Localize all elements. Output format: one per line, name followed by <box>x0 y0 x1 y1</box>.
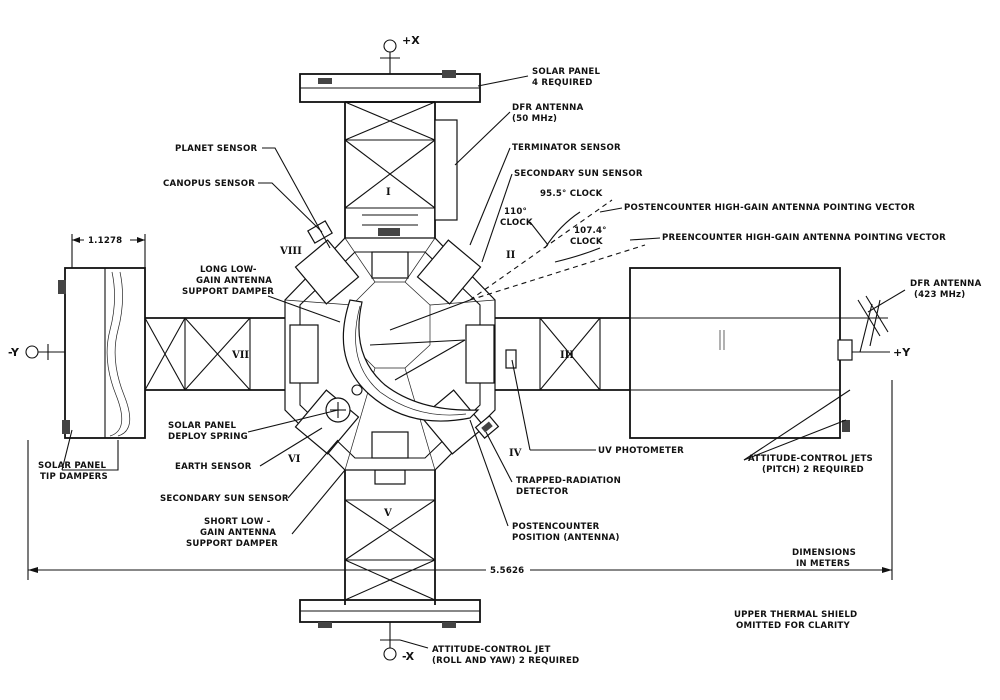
label-canopus-sensor: CANOPUS SENSOR <box>163 179 255 189</box>
solar-panel-top <box>299 70 481 250</box>
x-axis-bottom-handle <box>380 622 400 661</box>
bay-label-iii: III <box>560 350 574 361</box>
dimension-small-value: 1.1278 <box>88 236 122 246</box>
bay-label-v: V <box>383 508 392 519</box>
label-clock-107: 107.4° CLOCK <box>570 226 610 247</box>
label-uv-photometer: UV PHOTOMETER <box>598 446 684 456</box>
label-clock-110: 110° CLOCK <box>500 207 533 228</box>
axis-minus-y: -Y <box>8 346 20 359</box>
bay-label-i: I <box>386 187 391 198</box>
label-dimensions: DIMENSIONS IN METERS <box>792 548 859 569</box>
label-earth-sensor: EARTH SENSOR <box>175 462 252 472</box>
label-solar-panel: SOLAR PANEL 4 REQUIRED <box>532 67 603 88</box>
leader-lines <box>61 75 906 649</box>
label-preencounter-vector: PREENCOUNTER HIGH-GAIN ANTENNA POINTING … <box>662 233 946 243</box>
bay-label-vi: VI <box>287 454 301 465</box>
label-secondary-sun-sensor-top: SECONDARY SUN SENSOR <box>514 169 643 179</box>
high-gain-antenna <box>342 299 480 422</box>
bay-equipment <box>289 239 495 459</box>
label-clock-95: 95.5° CLOCK <box>540 189 603 199</box>
bay-label-viii: VIII <box>279 246 302 257</box>
uv-photometer-unit <box>505 349 517 369</box>
bay-label-vii: VII <box>231 350 249 361</box>
canopus-sensor-unit <box>307 220 333 244</box>
solar-panel-bottom <box>299 469 481 628</box>
label-short-damper: SHORT LOW - GAIN ANTENNA SUPPORT DAMPER <box>186 517 279 549</box>
dimension-total-value: 5.5626 <box>490 566 524 576</box>
dimension-total <box>27 380 893 580</box>
label-tip-dampers: SOLAR PANEL TIP DAMPERS <box>38 461 109 482</box>
bay-label-ii: II <box>506 250 516 261</box>
label-attitude-roll: ATTITUDE-CONTROL JET (ROLL AND YAW) 2 RE… <box>432 645 579 666</box>
label-thermal-shield: UPPER THERMAL SHIELD OMITTED FOR CLARITY <box>734 610 861 631</box>
label-attitude-pitch: ATTITUDE-CONTROL JETS (PITCH) 2 REQUIRED <box>748 454 876 475</box>
dimension-small <box>71 233 146 268</box>
dfr-antenna-423-mhz <box>840 295 889 353</box>
label-terminator-sensor: TERMINATOR SENSOR <box>512 143 621 153</box>
axis-plus-x: +X <box>402 34 420 47</box>
y-axis-left-handle <box>25 344 65 360</box>
label-secondary-sun-sensor-bottom: SECONDARY SUN SENSOR <box>160 494 289 504</box>
solar-panel-right <box>495 267 853 439</box>
label-postencounter-position: POSTENCOUNTER POSITION (ANTENNA) <box>512 522 620 543</box>
solar-panel-left <box>58 267 295 439</box>
pointing-vectors <box>469 199 646 301</box>
label-dfr-antenna-50: DFR ANTENNA (50 MHz) <box>512 103 587 124</box>
trapped-radiation-detector-unit <box>474 415 500 439</box>
label-dfr-antenna-423: DFR ANTENNA (423 MHz) <box>910 279 985 300</box>
x-axis-top-handle <box>380 39 400 74</box>
axis-plus-y: +Y <box>893 346 911 359</box>
label-planet-sensor: PLANET SENSOR <box>175 144 257 154</box>
label-postencounter-vector: POSTENCOUNTER HIGH-GAIN ANTENNA POINTING… <box>624 203 915 213</box>
label-solar-deploy-spring: SOLAR PANEL DEPLOY SPRING <box>168 421 248 442</box>
bay-label-iv: IV <box>509 448 522 459</box>
label-long-damper: LONG LOW- GAIN ANTENNA SUPPORT DAMPER <box>182 265 275 297</box>
label-trapped-radiation: TRAPPED-RADIATION DETECTOR <box>516 476 624 497</box>
axis-minus-x: -X <box>402 650 415 663</box>
